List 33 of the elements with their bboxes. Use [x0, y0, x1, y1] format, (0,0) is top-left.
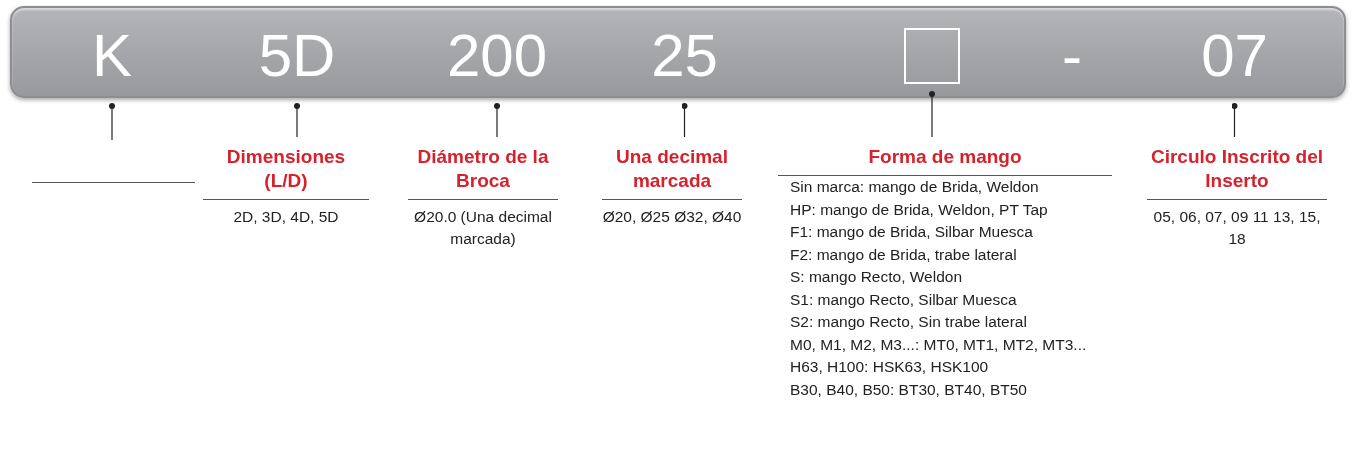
leader-line — [681, 103, 688, 138]
description-text: Ø20.0 (Una decimal marcada) — [413, 207, 553, 249]
code-character: 25 — [632, 26, 737, 96]
description-text: F2: mango de Brida, trabe lateral — [790, 244, 1018, 265]
description-text: Ø20, Ø25 Ø32, Ø40 — [602, 207, 742, 227]
description-text: 05, 06, 07, 09 11 13, 15, 18 — [1152, 207, 1322, 249]
heading: Diámetro de la Broca — [408, 145, 558, 200]
description-text: S1: mango Recto, Silbar Muesca — [790, 289, 1018, 310]
empty-square — [904, 28, 960, 84]
leader-line — [294, 103, 300, 138]
description-text: M0, M1, M2, M3...: MT0, MT1, MT2, MT3... — [790, 334, 1088, 355]
heading: Circulo Inscrito del Inserto — [1147, 145, 1327, 200]
heading: Una decimal marcada — [602, 145, 742, 200]
heading: Dimensiones (L/D) — [203, 145, 369, 200]
description-text: HP: mango de Brida, Weldon, PT Tap — [790, 199, 1049, 220]
leader-line — [109, 103, 115, 141]
description-text: 2D, 3D, 4D, 5D — [232, 207, 340, 227]
description-text: S: mango Recto, Weldon — [790, 267, 964, 287]
description-text: H63, H100: HSK63, HSK100 — [790, 357, 990, 377]
code-bar — [10, 6, 1346, 98]
code-character: 5D — [242, 26, 352, 96]
description-text: B30, B40, B50: BT30, BT40, BT50 — [790, 379, 1028, 400]
heading: Forma de mango — [778, 145, 1112, 176]
leader-line — [494, 103, 500, 138]
description-text: S2: mango Recto, Sin trabe lateral — [790, 312, 1028, 332]
code-character: K — [67, 26, 157, 96]
code-character: 200 — [422, 26, 572, 96]
description-text: Sin marca: mango de Brida, Weldon — [790, 177, 1040, 197]
code-character: - — [1037, 26, 1107, 96]
description-text: F1: mango de Brida, Silbar Muesca — [790, 222, 1034, 242]
leader-line — [929, 91, 935, 138]
leader-line — [1231, 103, 1238, 138]
code-character: 07 — [1182, 26, 1287, 96]
